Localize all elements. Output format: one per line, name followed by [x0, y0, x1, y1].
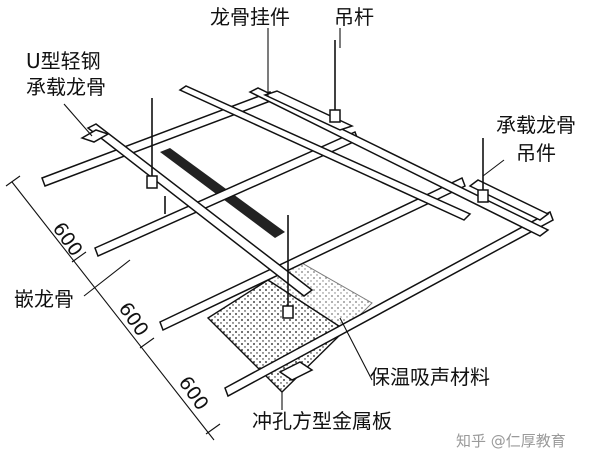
label-u-steel-line1: U型轻钢 [26, 49, 101, 73]
carrier-rails [41, 91, 554, 398]
dimension-line [5, 175, 221, 441]
label-u-steel-line2: 承载龙骨 [26, 75, 106, 99]
label-carrier-hanger-line2: 吊件 [516, 141, 556, 165]
hanger-clips [146, 109, 489, 319]
hanger-rods [151, 40, 484, 308]
watermark: 知乎 @仁厚教育 [456, 432, 566, 450]
dimension-600-1: 600 [48, 218, 87, 260]
label-hanger-rod: 吊杆 [334, 5, 374, 29]
leader-lines [63, 28, 505, 410]
dimension-600-3: 600 [174, 372, 213, 414]
cross-keels [86, 85, 550, 297]
label-keel-hanger: 龙骨挂件 [210, 5, 290, 29]
label-insulation: 保温吸声材料 [370, 365, 490, 389]
label-embedded-keel: 嵌龙骨 [14, 287, 74, 311]
label-carrier-hanger-line1: 承载龙骨 [496, 113, 576, 137]
label-perforated-panel: 冲孔方型金属板 [252, 409, 392, 433]
